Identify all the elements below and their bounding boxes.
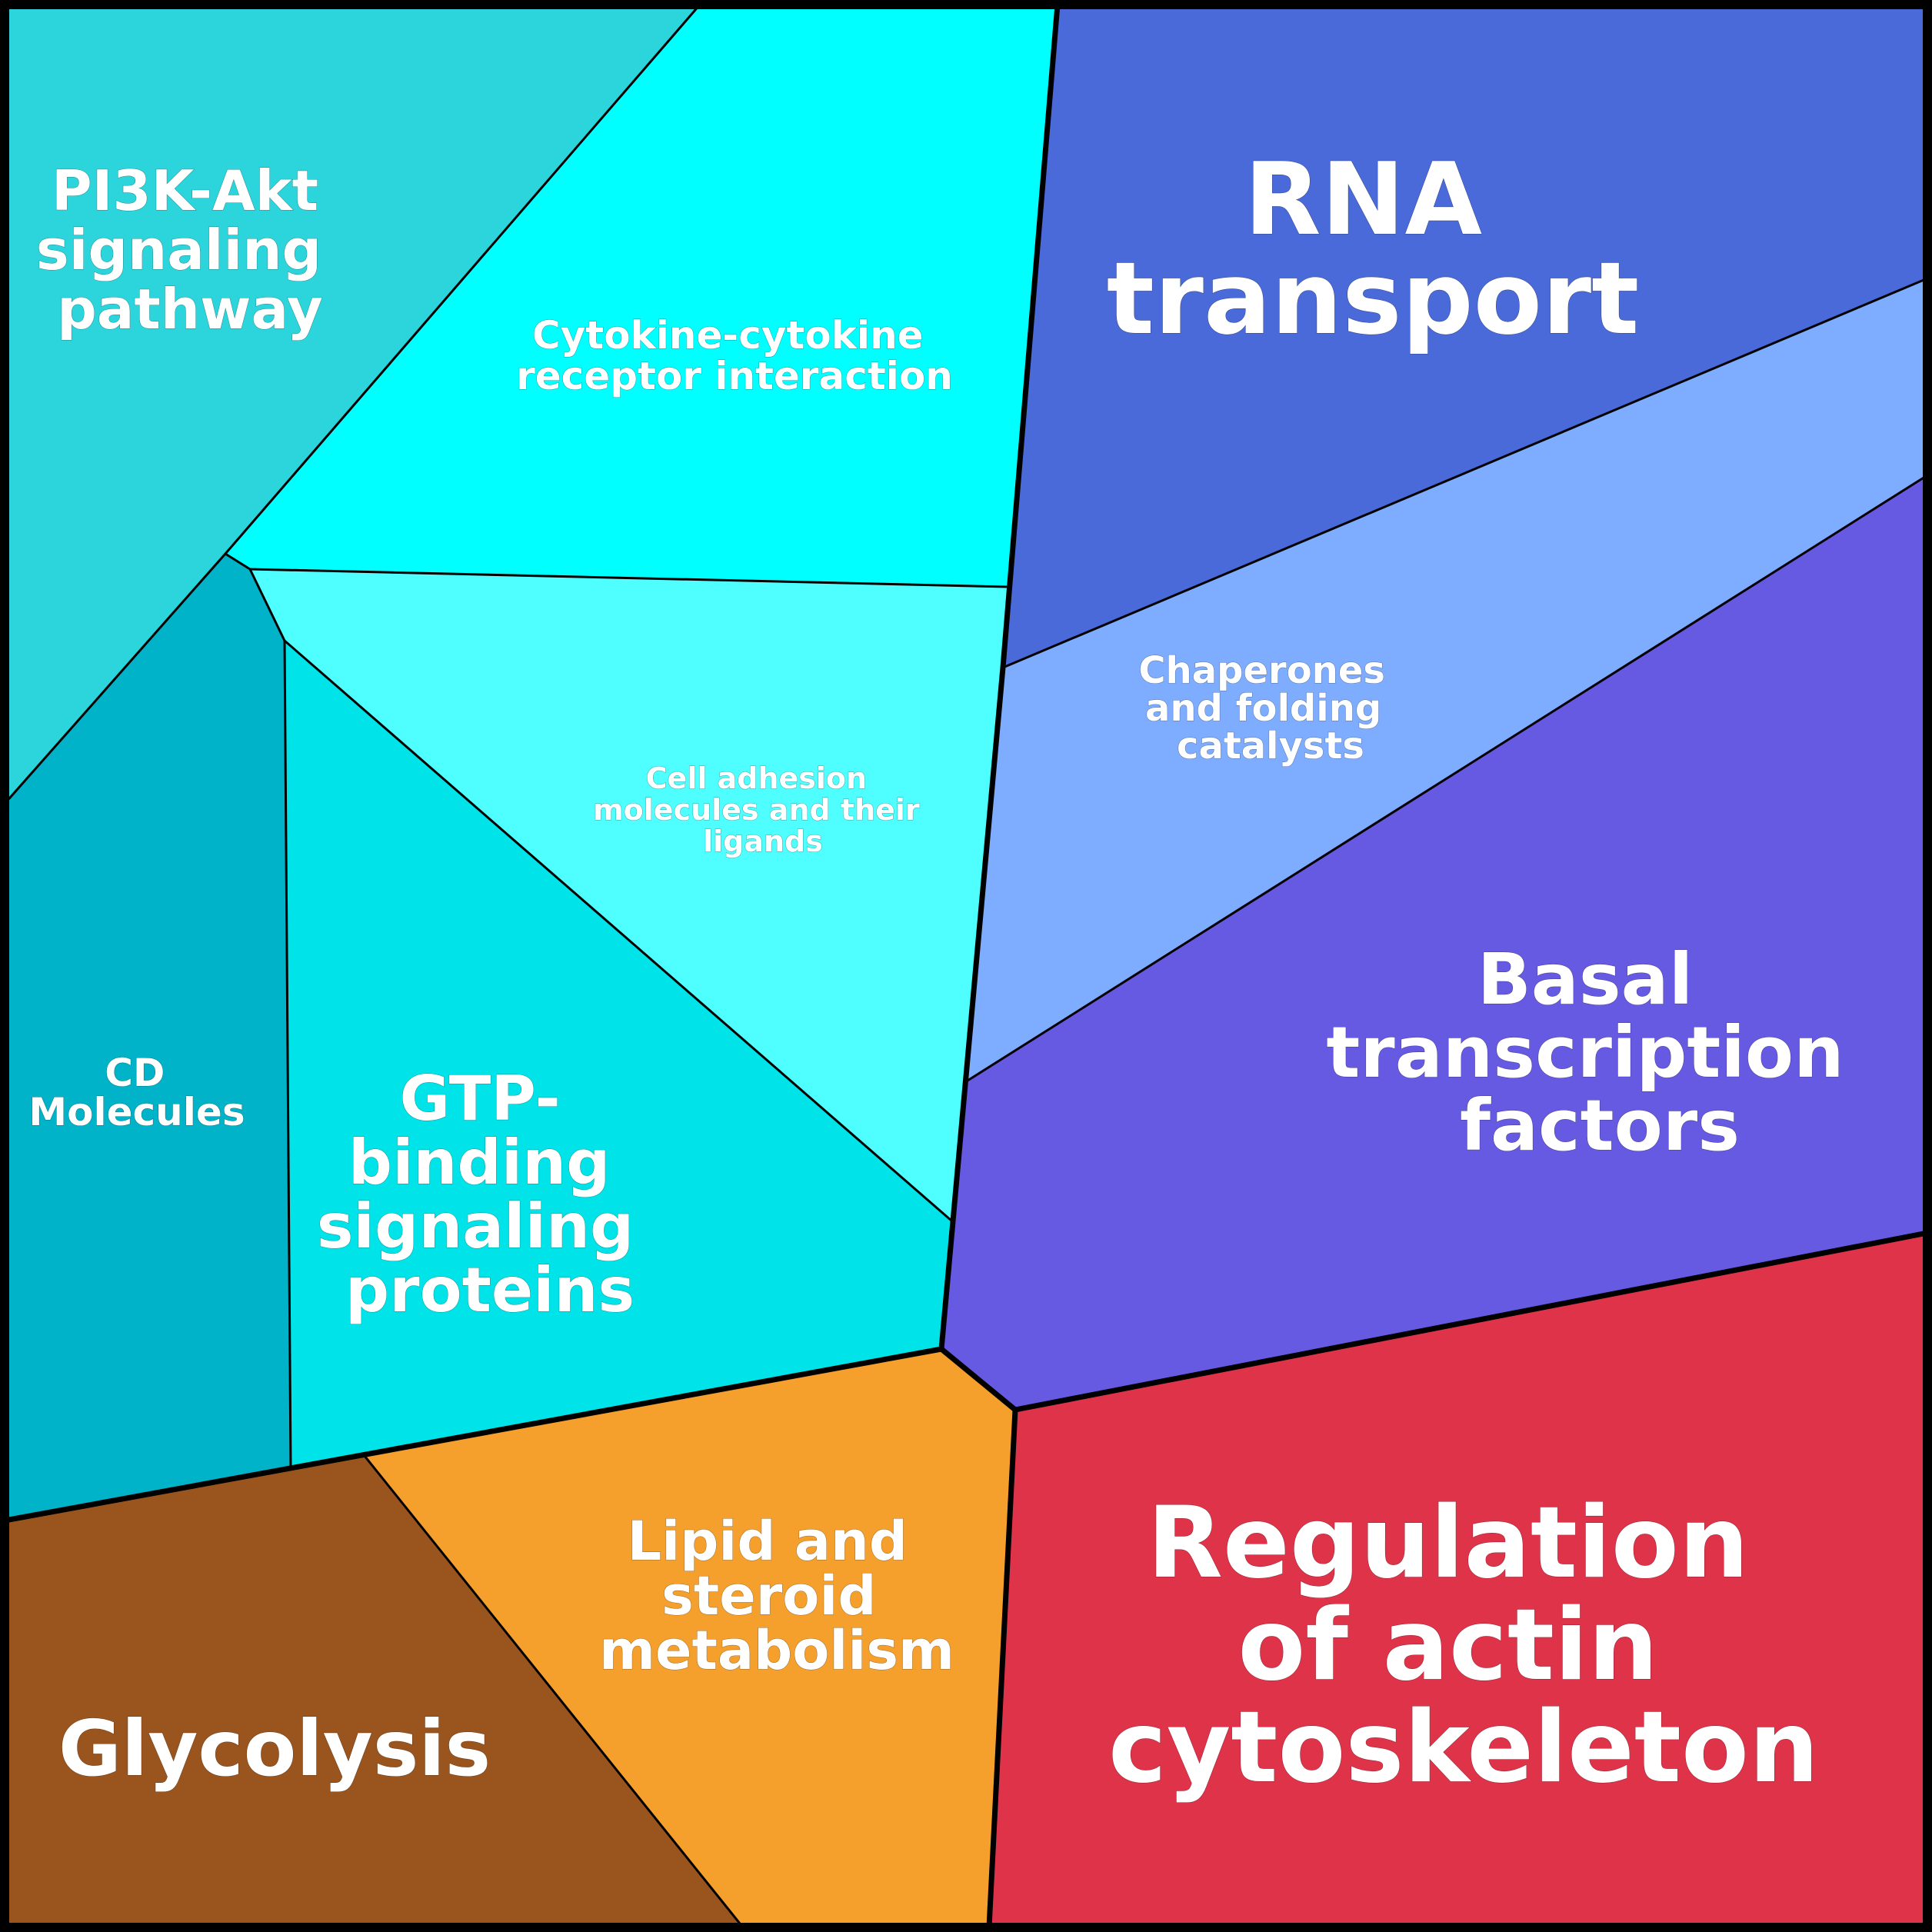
label-glycolysis: Glycolysis — [58, 1704, 491, 1794]
cell-gtp-binding — [285, 641, 951, 1468]
label-rna-transport: RNA transport — [1107, 141, 1640, 357]
label-lipid-steroid: Lipid and steroid metabolism — [599, 1510, 954, 1682]
cell-lipid-steroid — [365, 1349, 1015, 1927]
label-cd-molecules: CD Molecules — [28, 1051, 245, 1134]
thin-borders — [3, 4, 1928, 1928]
cell-chaperones — [968, 278, 1927, 1081]
cell-glycolysis — [5, 1456, 743, 1927]
label-cytokine: Cytokine-cytokine receptor interaction — [516, 313, 953, 398]
label-gtp-binding: GTP- binding signaling proteins — [317, 1063, 655, 1326]
cell-rna-transport — [1003, 5, 1927, 668]
cell-regulation-actin — [989, 1233, 1927, 1927]
label-regulation-actin: Regulation of actin cytoskeleton — [1108, 1486, 1819, 1805]
cell-cytokine — [225, 5, 1058, 587]
cell-cell-adhesion — [250, 569, 1008, 1221]
label-cell-adhesion: Cell adhesion molecules and their ligand… — [593, 761, 930, 858]
cell-basal-transcription — [941, 475, 1927, 1410]
thick-borders — [4, 4, 1928, 1928]
cell-cd-molecules — [5, 554, 291, 1521]
label-chaperones: Chaperones and folding catalysts — [1138, 649, 1397, 768]
label-pi3k-akt: PI3K-Akt signaling pathway — [36, 158, 341, 341]
label-basal-transcription: Basal transcription factors — [1326, 938, 1868, 1167]
